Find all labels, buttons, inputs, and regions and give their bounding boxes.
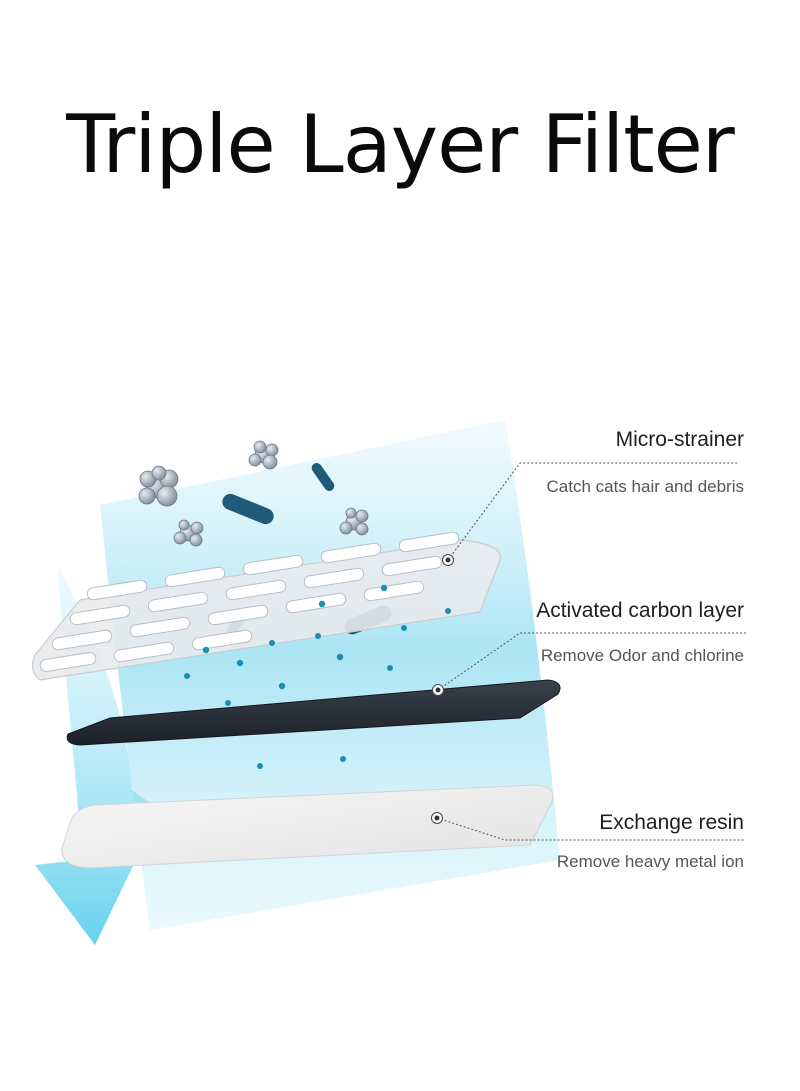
exchange-resin-layer	[61, 784, 554, 869]
label-activated-carbon: Activated carbon layer	[536, 599, 744, 622]
leader-micro-strainer	[447, 462, 738, 561]
leader-lines	[436, 462, 746, 841]
marker-micro-strainer	[442, 554, 454, 566]
debris-particles	[138, 440, 369, 547]
carbon-particles	[184, 584, 451, 769]
marker-resin	[431, 812, 443, 824]
micro-strainer-layer	[31, 531, 502, 681]
leader-markers	[431, 554, 454, 824]
desc-exchange-resin: Remove heavy metal ion	[556, 852, 744, 871]
marker-carbon	[432, 684, 444, 696]
activated-carbon-layer	[66, 679, 561, 746]
label-exchange-resin: Exchange resin	[599, 811, 744, 834]
desc-micro-strainer: Catch cats hair and debris	[546, 477, 745, 496]
desc-activated-carbon: Remove Odor and chlorine	[540, 646, 744, 665]
diagram-title: Triple Layer Filter	[66, 98, 734, 191]
leader-carbon	[437, 632, 746, 691]
label-micro-strainer: Micro-strainer	[615, 428, 744, 451]
